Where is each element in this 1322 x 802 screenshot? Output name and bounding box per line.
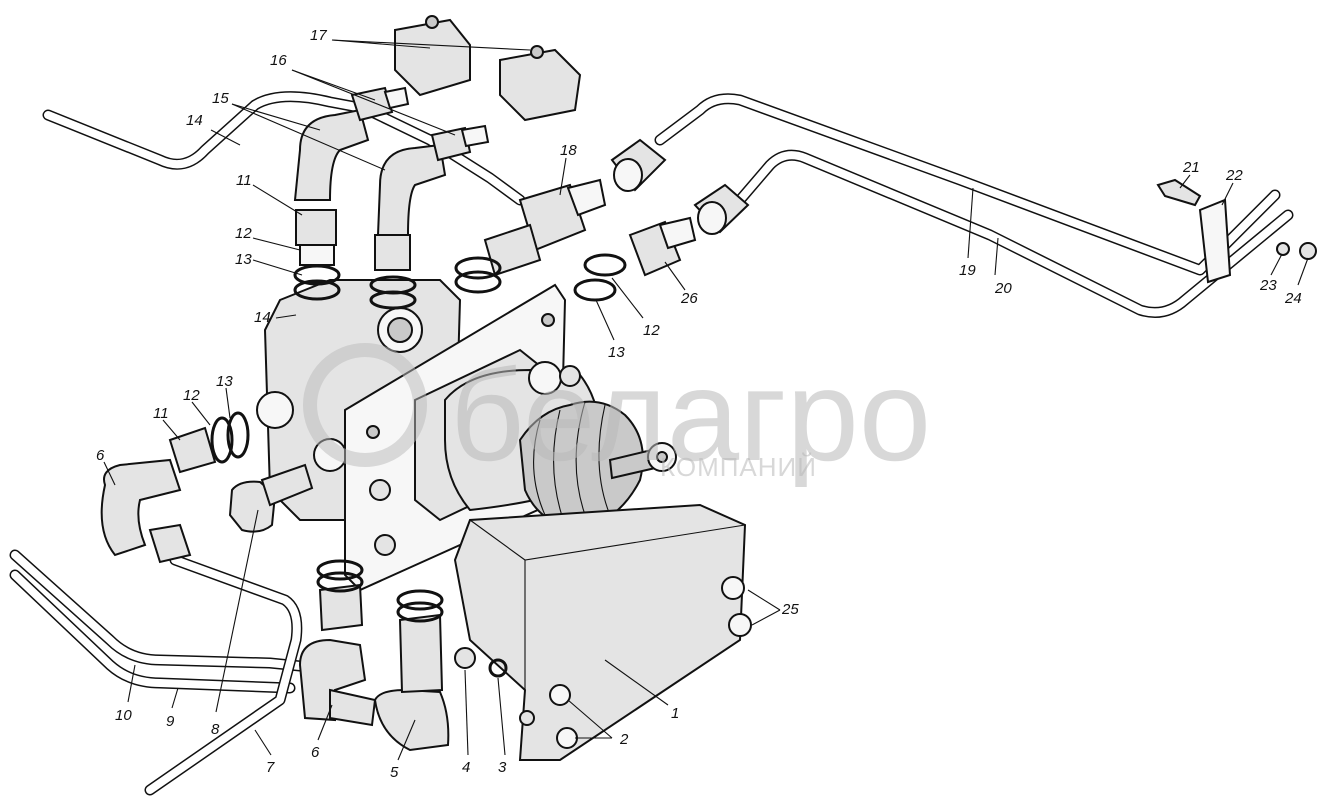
callout-label: 11: [153, 405, 169, 422]
callout-label: 9: [166, 713, 175, 730]
callout-label: 11: [236, 172, 252, 189]
pipe-7-inner: [146, 556, 301, 794]
pipe-20-inner: [736, 151, 1292, 317]
pipes: [9, 91, 1294, 796]
fittings: [100, 15, 1317, 752]
callout-labels: 1 2 3 4 5 6 6 7 8 9 10 11 11 12 12 12 13…: [96, 27, 1302, 781]
callout-label: 12: [643, 322, 660, 339]
callout-label: 6: [96, 447, 105, 464]
callout-label: 7: [266, 759, 275, 776]
plug-8: [228, 480, 277, 533]
callout-label: 14: [254, 309, 271, 326]
callout-label: 15: [212, 90, 229, 107]
callout-label: 23: [1259, 277, 1277, 294]
bracket-17a: [394, 18, 471, 97]
elbow-5: [373, 688, 450, 752]
callout-label: 14: [186, 112, 203, 129]
callout-label: 20: [994, 280, 1012, 297]
pipe-19-inner: [656, 94, 1279, 274]
callout-label: 13: [216, 373, 233, 390]
callout-label: 26: [680, 290, 698, 307]
callout-label: 13: [235, 251, 252, 268]
watermark-brand: белагро: [450, 342, 931, 488]
watermark-sub: КОМПАНИЙ: [660, 452, 817, 482]
callout-label: 4: [462, 759, 470, 776]
pipe-10-inner: [11, 551, 324, 672]
elbow-15b: [376, 143, 447, 236]
callout-label: 18: [560, 142, 577, 159]
callout-label: 13: [608, 344, 625, 361]
callout-label: 5: [390, 764, 399, 781]
callout-label: 2: [619, 731, 629, 748]
pipe-14-inner: [44, 92, 366, 169]
callout-label: 21: [1182, 159, 1200, 176]
callout-label: 12: [183, 387, 200, 404]
bracket: [453, 503, 747, 761]
valve-assembly: [256, 279, 752, 761]
callout-label: 24: [1284, 290, 1302, 307]
watermark: белагро КОМПАНИЙ: [303, 342, 931, 488]
bracket-17b: [499, 48, 582, 122]
clamp-22: [1198, 198, 1232, 284]
callout-label: 8: [211, 721, 220, 738]
callout-label: 25: [781, 601, 799, 618]
callout-label: 16: [270, 52, 287, 69]
callout-label: 1: [671, 705, 679, 722]
elbow-15a: [293, 108, 370, 201]
pipe-15-inner: [368, 108, 524, 204]
leader-lines: [103, 39, 1309, 761]
callout-label: 10: [115, 707, 132, 724]
callout-label: 6: [311, 744, 320, 761]
callout-label: 19: [959, 262, 976, 279]
callout-label: 22: [1225, 167, 1243, 184]
callout-label: 12: [235, 225, 252, 242]
callout-label: 3: [498, 759, 507, 776]
callout-label: 17: [310, 27, 327, 44]
